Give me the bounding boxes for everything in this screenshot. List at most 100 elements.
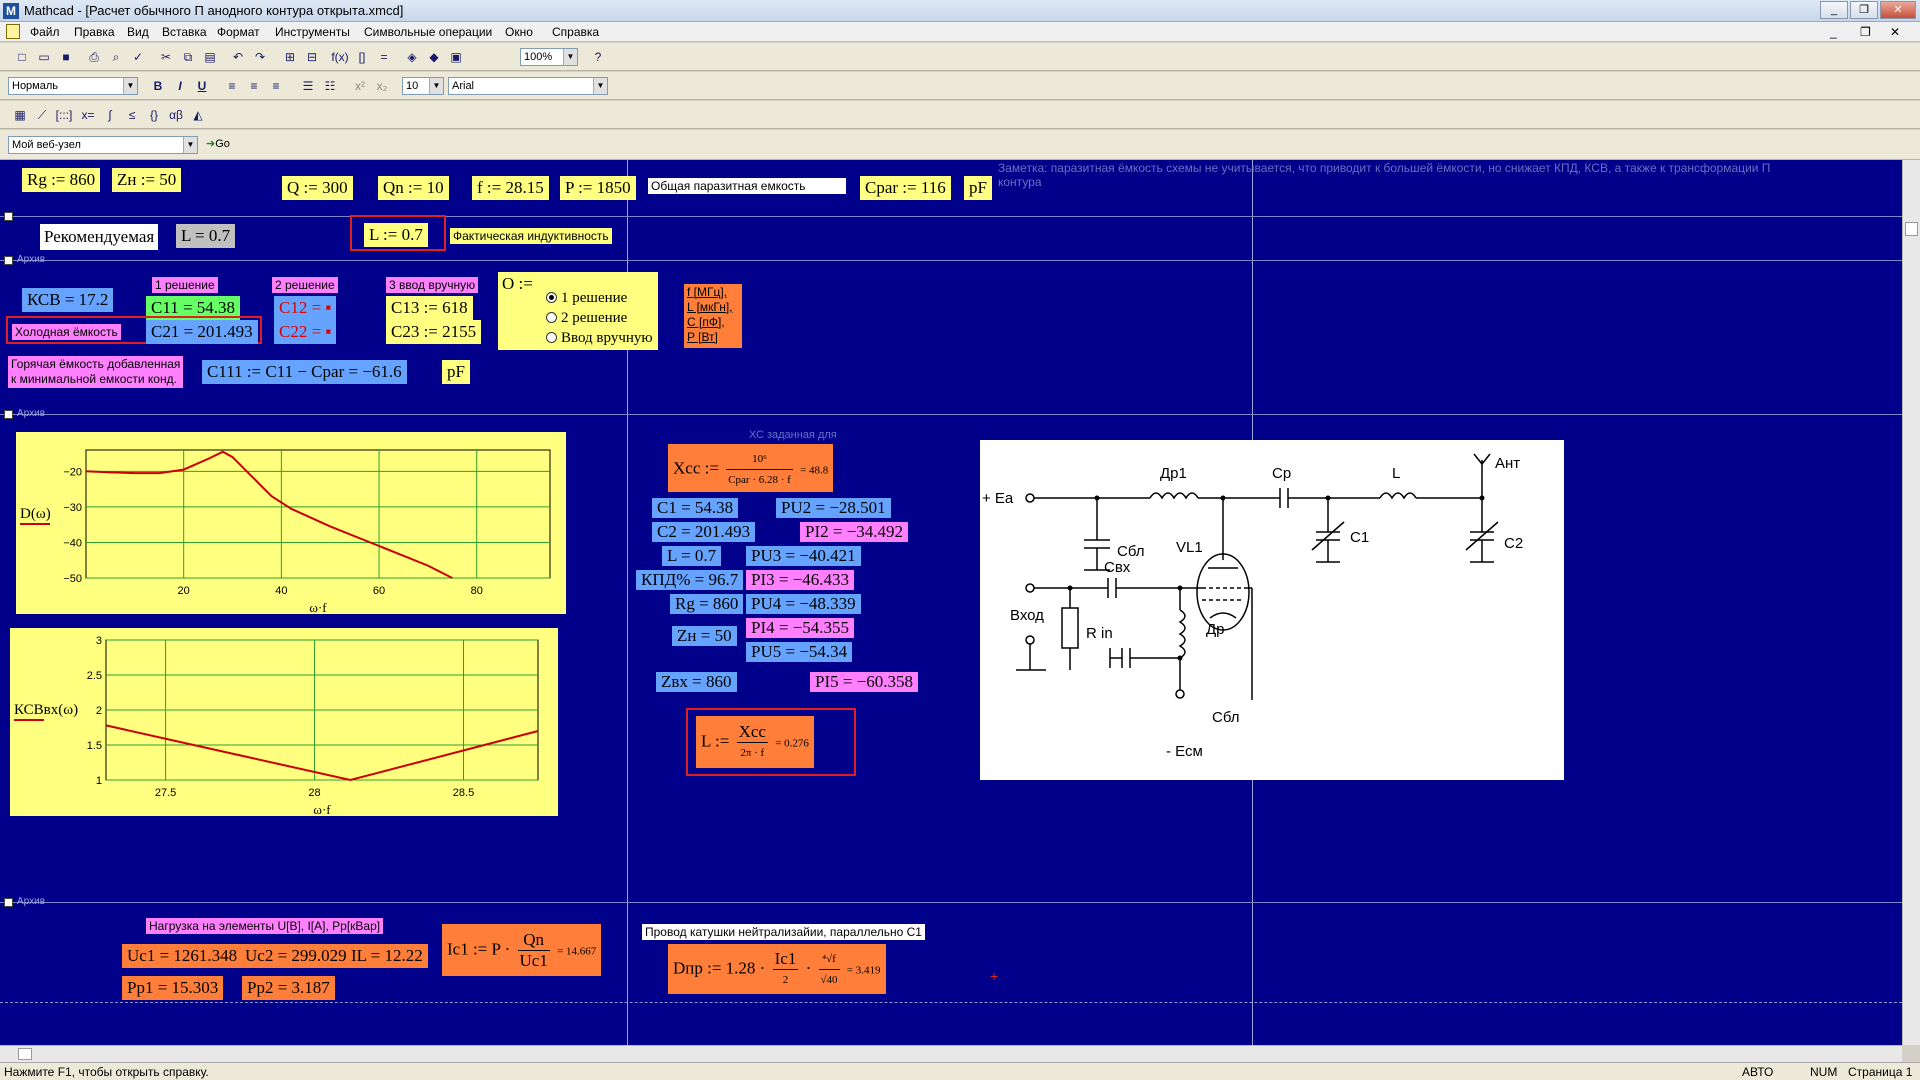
- web-site-select[interactable]: Мой веб-узел▼: [8, 136, 198, 154]
- open-icon[interactable]: ▭: [38, 50, 50, 64]
- radio-icon[interactable]: [546, 332, 557, 343]
- menu-tools[interactable]: Инструменты: [275, 25, 350, 39]
- menu-view[interactable]: Вид: [127, 25, 149, 39]
- minimize-button[interactable]: _: [1820, 1, 1848, 19]
- align2-icon[interactable]: ⊟: [306, 50, 318, 64]
- matrix-icon[interactable]: [:::]: [55, 108, 73, 122]
- region-collapse-icon[interactable]: [4, 256, 13, 265]
- f-definition[interactable]: f := 28.15: [472, 176, 549, 200]
- font-select[interactable]: Arial▼: [448, 77, 608, 95]
- c13-definition[interactable]: C13 := 618: [386, 296, 473, 320]
- result-pi5: PI5 = −60.358: [810, 672, 919, 692]
- boolean-icon[interactable]: ≤: [128, 108, 136, 122]
- numbering-icon[interactable]: ☷: [324, 79, 336, 93]
- align-left-icon[interactable]: ≡: [228, 79, 236, 93]
- q-definition[interactable]: Q := 300: [282, 176, 353, 200]
- align-center-icon[interactable]: ≡: [250, 79, 258, 93]
- l-actual-definition[interactable]: L := 0.7: [364, 223, 428, 247]
- bold-button[interactable]: B: [153, 79, 163, 93]
- menu-format[interactable]: Формат: [217, 25, 260, 39]
- menu-help[interactable]: Справка: [552, 25, 600, 39]
- style-select[interactable]: Нормаль▼: [8, 77, 138, 95]
- bullets-icon[interactable]: ☰: [302, 79, 314, 93]
- zoom-select[interactable]: 100%▼: [520, 48, 578, 66]
- zn-definition[interactable]: Zн := 50: [112, 168, 182, 192]
- cpar-definition[interactable]: Cpar := 116: [860, 176, 951, 200]
- label-cbl: Сбл: [1117, 543, 1145, 560]
- print-icon[interactable]: ⎙: [89, 50, 99, 64]
- evaluation-icon[interactable]: x=: [81, 108, 95, 122]
- save-icon[interactable]: ■: [62, 50, 70, 64]
- maximize-button[interactable]: ❐: [1850, 1, 1878, 19]
- preview-icon[interactable]: ⌕: [112, 50, 120, 64]
- calculus-icon[interactable]: ∫: [108, 108, 112, 122]
- new-icon[interactable]: □: [18, 50, 26, 64]
- cut-icon[interactable]: ✂: [160, 50, 172, 64]
- region-tag: Архив: [17, 408, 46, 419]
- menu-edit[interactable]: Правка: [74, 25, 115, 39]
- align-right-icon[interactable]: ≡: [272, 79, 280, 93]
- copy-icon[interactable]: ⧉: [183, 50, 193, 64]
- menu-insert[interactable]: Вставка: [162, 25, 207, 39]
- scroll-thumb[interactable]: [1905, 222, 1918, 236]
- programming-icon[interactable]: {}: [149, 108, 158, 122]
- doc-restore-button[interactable]: ❐: [1860, 25, 1871, 39]
- component-icon[interactable]: ◆: [429, 50, 439, 64]
- subscript-icon[interactable]: x₂: [376, 79, 388, 93]
- menu-symbolic[interactable]: Символьные операции: [364, 25, 493, 39]
- help-icon[interactable]: ?: [594, 50, 602, 64]
- c23-definition[interactable]: C23 := 2155: [386, 320, 482, 344]
- worksheet[interactable]: Архив Архив Архив Rg := 860 Zн := 50 Q :…: [0, 160, 1902, 1045]
- option-3[interactable]: Ввод вручную: [546, 330, 653, 347]
- graph-icon[interactable]: ⟋: [37, 108, 47, 122]
- redo-icon[interactable]: ↷: [254, 50, 266, 64]
- option-1[interactable]: 1 решение: [546, 290, 627, 307]
- underline-button[interactable]: U: [197, 79, 207, 93]
- doc-minimize-button[interactable]: _: [1830, 25, 1837, 39]
- symbolic-icon[interactable]: ◭: [193, 108, 203, 122]
- horizontal-scrollbar[interactable]: [0, 1045, 1902, 1062]
- region-collapse-icon[interactable]: [4, 212, 13, 221]
- radio-icon[interactable]: [546, 312, 557, 323]
- region-collapse-icon[interactable]: [4, 410, 13, 419]
- insert-unit-icon[interactable]: []: [358, 50, 366, 64]
- hscroll-thumb[interactable]: [18, 1048, 32, 1060]
- close-button[interactable]: ✕: [1880, 1, 1916, 19]
- status-help-text: Нажмите F1, чтобы открыть справку.: [4, 1065, 209, 1079]
- doc-close-button[interactable]: ✕: [1890, 25, 1901, 39]
- paste-icon[interactable]: ▤: [204, 50, 216, 64]
- insert-function-icon[interactable]: f(x): [331, 50, 349, 64]
- qn-definition[interactable]: Qn := 10: [378, 176, 449, 200]
- resource-icon[interactable]: ◈: [407, 50, 417, 64]
- p-definition[interactable]: P := 1850: [560, 176, 636, 200]
- go-button[interactable]: ➜Go: [206, 137, 230, 150]
- spellcheck-icon[interactable]: ✓: [132, 50, 144, 64]
- rg-definition[interactable]: Rg := 860: [22, 168, 101, 192]
- vertical-scrollbar[interactable]: [1902, 160, 1920, 1045]
- c111-expression[interactable]: C111 := C11 − Cpar = −61.6: [202, 360, 407, 384]
- solution-selector[interactable]: O := 1 решение 2 решение Ввод вручную: [498, 272, 658, 350]
- greek-icon[interactable]: αβ: [169, 108, 183, 122]
- superscript-icon[interactable]: x²: [355, 79, 365, 93]
- label-l: L: [1392, 465, 1400, 482]
- italic-button[interactable]: I: [178, 79, 182, 93]
- menu-file[interactable]: Файл: [30, 25, 60, 39]
- align-icon[interactable]: ⊞: [284, 50, 296, 64]
- font-size-select[interactable]: 10▼: [402, 77, 444, 95]
- region-collapse-icon[interactable]: [4, 898, 13, 907]
- document-icon[interactable]: [6, 24, 20, 39]
- radio-selected-icon[interactable]: [546, 292, 557, 303]
- option-2[interactable]: 2 решение: [546, 310, 627, 327]
- calculator-icon[interactable]: ▦: [14, 108, 26, 122]
- calculate-icon[interactable]: =: [380, 50, 388, 64]
- undo-icon[interactable]: ↶: [232, 50, 244, 64]
- window-icon[interactable]: ▣: [450, 50, 462, 64]
- menu-window[interactable]: Окно: [505, 25, 533, 39]
